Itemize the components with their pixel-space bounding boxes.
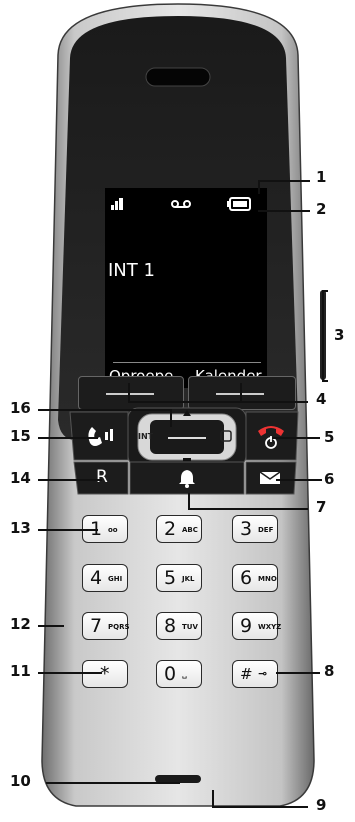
key-0[interactable]: 0␣ — [156, 660, 202, 688]
callout-15: 15 — [10, 427, 31, 445]
callout-6: 6 — [324, 470, 335, 488]
callout-13: 13 — [10, 519, 31, 537]
key-star[interactable]: * — [82, 660, 128, 688]
callout-4: 4 — [316, 390, 327, 408]
talk-handset-icon[interactable] — [86, 423, 116, 449]
softkey-divider — [113, 362, 261, 363]
callout-10: 10 — [10, 772, 31, 790]
callout-2: 2 — [316, 200, 327, 218]
int-label: INT — [138, 432, 154, 441]
key-hash[interactable]: #⊸ — [232, 660, 278, 688]
callout-line-12 — [38, 625, 64, 627]
callout-line-2 — [258, 210, 310, 212]
callout-line-1 — [258, 180, 310, 182]
directory-icon — [220, 430, 232, 442]
callout-3: 3 — [334, 326, 345, 344]
callout-line-14 — [38, 479, 102, 481]
callout-12: 12 — [10, 615, 31, 633]
callout-1: 1 — [316, 168, 327, 186]
callout-line-7 — [188, 508, 308, 510]
bell-icon[interactable] — [178, 468, 196, 488]
battery-icon — [227, 197, 251, 211]
callout-bracket-3 — [322, 290, 324, 382]
end-call-power-icon[interactable] — [256, 421, 286, 451]
voicemail-icon — [171, 200, 191, 208]
callout-line-9 — [212, 806, 308, 808]
callout-8: 8 — [324, 662, 335, 680]
message-envelope-icon[interactable] — [259, 471, 281, 485]
display-text: INT 1 — [108, 260, 155, 281]
callout-line-6 — [276, 479, 322, 481]
callout-line-11 — [38, 672, 102, 674]
callout-line-15 — [38, 437, 98, 439]
callout-line-10 — [46, 782, 180, 784]
callout-11: 11 — [10, 662, 31, 680]
callout-line-8 — [276, 672, 320, 674]
display-screen: INT 1 Oproepe Kalender — [105, 188, 267, 388]
signal-icon — [111, 198, 123, 210]
callout-line-5 — [272, 437, 320, 439]
callout-line-16 — [38, 409, 170, 411]
callout-5: 5 — [324, 428, 335, 446]
callout-7: 7 — [316, 498, 327, 516]
callout-line-4 — [128, 401, 308, 403]
callout-line-13 — [38, 529, 98, 531]
recall-r-button[interactable]: R — [96, 467, 108, 487]
callout-9: 9 — [316, 796, 327, 814]
callout-16: 16 — [10, 399, 31, 417]
callout-line-1-stem — [258, 180, 260, 194]
callout-14: 14 — [10, 469, 31, 487]
